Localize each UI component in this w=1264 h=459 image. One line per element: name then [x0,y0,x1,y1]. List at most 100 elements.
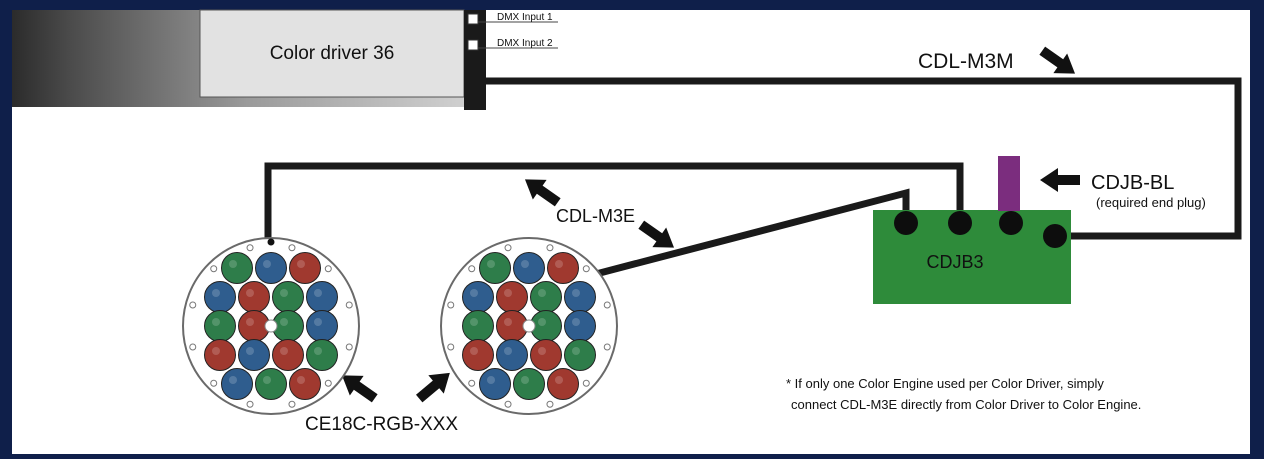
led-lens [204,339,236,371]
cable-driver-to-junction [486,77,1242,240]
led-lens [564,339,596,371]
led-lens [221,368,253,400]
led-highlight [263,260,271,268]
led-highlight [470,347,478,355]
led-highlight [246,347,254,355]
mounting-hole [324,265,332,273]
end-plug-label: CDJB-BL [1091,172,1174,194]
led-lens [272,281,304,313]
led-lens [462,281,494,313]
led-highlight [280,318,288,326]
mounting-hole [345,301,353,309]
driver-connector-block [464,10,486,110]
led-lens [479,368,511,400]
led-highlight [229,376,237,384]
cable-main-label: CDL-M3M [918,50,1014,73]
mounting-hole [468,379,476,387]
led-highlight [572,347,580,355]
note-line-1: * If only one Color Engine used per Colo… [786,376,1104,391]
mounting-hole [504,244,512,252]
mounting-hole [324,379,332,387]
led-highlight [521,260,529,268]
led-lens [238,339,270,371]
mounting-hole [447,301,455,309]
led-lens [547,252,579,284]
arrows [341,46,1080,403]
led-highlight [314,289,322,297]
arrow-cdl-m3m [1039,46,1076,74]
led-lens [255,252,287,284]
mounting-hole [504,400,512,408]
mounting-hole [189,301,197,309]
led-highlight [297,376,305,384]
junction-port-3 [999,211,1023,235]
led-highlight [572,318,580,326]
led-lens [496,281,528,313]
led-highlight [246,289,254,297]
led-lens [564,281,596,313]
led-highlight [470,289,478,297]
led-lens [306,281,338,313]
led-lens [306,339,338,371]
driver-label: Color driver 36 [270,43,395,64]
cable-junction-to-engine-right [595,188,910,278]
mounting-hole [246,400,254,408]
led-highlight [487,376,495,384]
led-lens [530,339,562,371]
cable-engine-label: CDL-M3E [556,206,635,226]
dmx-port-1 [467,13,479,25]
led-lens [221,252,253,284]
driver-label-plate [199,9,465,98]
mounting-hole [603,343,611,351]
note-line-2: connect CDL-M3E directly from Color Driv… [791,397,1141,412]
mounting-hole [582,379,590,387]
led-lens [204,310,236,342]
led-lens [204,281,236,313]
mounting-hole [546,400,554,408]
led-highlight [487,260,495,268]
led-lens [238,281,270,313]
led-highlight [297,260,305,268]
color-engine-right [440,237,618,415]
led-highlight [521,376,529,384]
led-highlight [538,289,546,297]
color-engine-left [182,237,360,415]
led-highlight [314,347,322,355]
led-lens [272,339,304,371]
engines-label: CE18C-RGB-XXX [305,414,458,435]
dmx-input-1-label: DMX Input 1 [497,12,553,23]
led-highlight [555,260,563,268]
cable-junction-to-engine-left [264,162,964,240]
dmx-port-2 [467,39,479,51]
led-highlight [504,289,512,297]
end-plug [998,156,1020,211]
led-lens [547,368,579,400]
arrow-cdjb-bl [1040,168,1080,192]
engine-center-hole [522,319,536,333]
led-highlight [538,347,546,355]
mounting-hole [546,244,554,252]
led-lens [289,252,321,284]
mounting-hole [345,343,353,351]
led-highlight [280,347,288,355]
mounting-hole [246,244,254,252]
led-highlight [504,347,512,355]
led-highlight [229,260,237,268]
led-highlight [470,318,478,326]
led-highlight [504,318,512,326]
led-lens [462,339,494,371]
junction-port-1 [894,211,918,235]
led-highlight [212,318,220,326]
arrow-cdl-m3e-upper [524,179,561,207]
mounting-hole [210,265,218,273]
mounting-hole [447,343,455,351]
arrow-cdl-m3e-lower [638,220,675,248]
mounting-hole [288,400,296,408]
mounting-hole [582,265,590,273]
led-lens [306,310,338,342]
mounting-hole [468,265,476,273]
led-highlight [246,318,254,326]
led-lens [513,252,545,284]
end-plug-note: (required end plug) [1096,195,1206,210]
